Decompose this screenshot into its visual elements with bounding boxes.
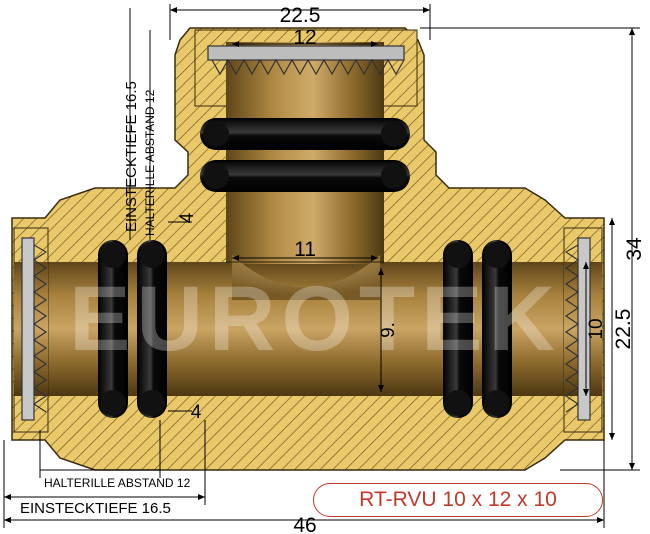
label-halterille-vertical: HALTERILLE ABSTAND 12 <box>143 89 157 236</box>
dim-top-outer-width: 22.5 <box>280 4 321 27</box>
label-einstecktiefe-horizontal: EINSTECKTIEFE 16.5 <box>20 500 171 517</box>
watermark: EUROTEK <box>69 268 561 370</box>
dim-overall-width: 46 <box>293 514 316 534</box>
dim-groove-gap-bottom: 4 <box>191 402 202 423</box>
dim-groove-gap-top: 4 <box>177 212 198 223</box>
dim-side-height: 22.5 <box>612 309 635 350</box>
left-retaining-teeth <box>21 237 48 421</box>
label-halterille-horizontal: HALTERILLE ABSTAND 12 <box>44 476 191 490</box>
dim-inner-bore: 11 <box>294 238 316 261</box>
dim-top-bore: 12 <box>293 26 316 49</box>
label-einstecktiefe-vertical: EINSTECKTIEFE 16.5 <box>123 81 140 232</box>
center-dome <box>232 255 380 300</box>
left-o-rings <box>98 240 167 418</box>
product-code-badge: RT-RVU 10 x 12 x 10 <box>313 483 603 517</box>
dim-center-bore: 9. <box>378 322 399 338</box>
dim-overall-height: 34 <box>623 237 646 261</box>
dim-right-bore: 10 <box>586 318 607 339</box>
top-o-rings <box>200 118 410 192</box>
product-code: RT-RVU 10 x 12 x 10 <box>359 488 557 511</box>
right-o-rings <box>443 240 512 418</box>
